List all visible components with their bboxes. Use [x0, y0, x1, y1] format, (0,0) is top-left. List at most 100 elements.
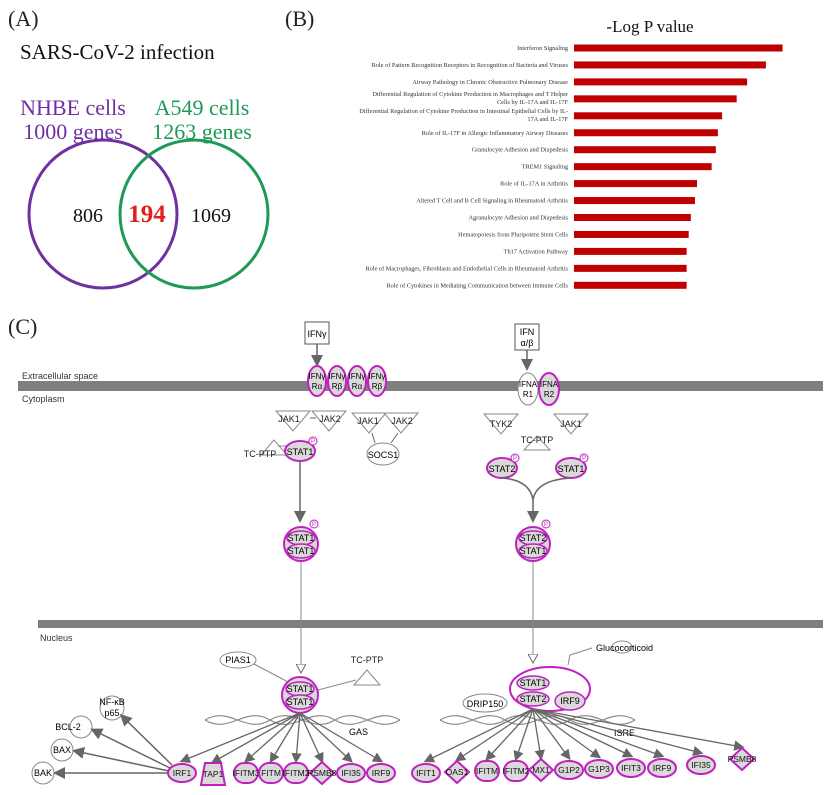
gas-target-edges [179, 712, 384, 764]
kinases [259, 410, 590, 456]
bar-label-line: Altered T Cell and B Cell Signaling in R… [416, 198, 568, 205]
gene-edge [423, 708, 534, 763]
stat1-nuc-top-label: STAT1 [287, 684, 314, 694]
gene-edge [485, 708, 534, 761]
bar-label-line: Differential Regulation of Cytokine Prod… [372, 91, 569, 98]
isgf3-stat1 [516, 675, 550, 691]
gene-node [647, 758, 677, 778]
venn-title: SARS-CoV-2 infection [20, 40, 215, 64]
bar-label-line: Cells by IL-17A and IL-17F [497, 99, 569, 106]
bar-label-line: Hematopoiesis from Pluripotent Stem Cell… [458, 231, 568, 238]
ifnar-receptors: IFNA R1 IFNA R2 [517, 372, 560, 406]
plasma-membrane [18, 381, 823, 391]
gene-edge [532, 708, 545, 761]
bcl2-node [69, 715, 93, 739]
gene-node [283, 762, 309, 784]
ifngr-rb-2 [367, 365, 387, 397]
tcptp-a-shape [259, 439, 289, 456]
dna-isre-2 [439, 715, 636, 725]
bar-label: Agranulocyte Adhesion and Diapedesis [468, 215, 568, 222]
gene-edge [210, 712, 301, 764]
bar [574, 197, 695, 205]
tyk2-shape [482, 413, 520, 435]
ifngr-ra-1 [307, 365, 327, 397]
edge-tcptp-stat1-nuc [317, 679, 357, 691]
phospho-marks: P P P P P [308, 436, 589, 529]
ifngr-ra-1-l2: Rα [312, 382, 323, 391]
jak1-c-label: JAK1 [560, 419, 582, 429]
edge-irf1-bax [72, 747, 170, 772]
bak-label: BAK [34, 768, 52, 778]
gene-label: IFITM2 [503, 766, 530, 776]
bar-label-line: TREM1 Signaling [522, 164, 569, 171]
gene-label: PSMB8 [728, 754, 757, 764]
stat1-b-label: STAT1 [558, 464, 585, 474]
bar-label-line: Role of IL-17F in Allergic Inflammatory … [422, 130, 569, 137]
gene-edge [454, 708, 534, 762]
ifnar1-l1: IFNA [519, 380, 538, 389]
ifngr-ra-2-l1: IFNγ [349, 372, 366, 381]
gene-edge [291, 712, 302, 764]
bar-label-line: Granulocyte Adhesion and Diapedesis [472, 147, 569, 154]
gene-edge [513, 708, 534, 762]
tcptp-a-label: TC-PTP [244, 449, 277, 459]
ifnar2-l2: R2 [544, 390, 555, 399]
isre-target-edges [423, 708, 745, 763]
phospho-mark-label: P [312, 522, 316, 528]
panel-label-b: (B) [285, 6, 315, 31]
compartment-cytoplasm: Cytoplasm [22, 394, 65, 404]
glucocorticoid-node [611, 640, 633, 654]
gene-edge [532, 708, 602, 759]
gene-node [686, 755, 716, 775]
jak2-a-label: JAK2 [319, 414, 341, 424]
gene-node [584, 759, 614, 779]
edge-socs1-jak2 [390, 432, 399, 444]
edge-irf1-bcl2 [90, 728, 171, 769]
stat1-dimer-top-label: STAT1 [288, 533, 315, 543]
bar-label: Altered T Cell and B Cell Signaling in R… [416, 198, 568, 205]
tcptp-b-shape [522, 435, 552, 451]
gene-edge [299, 712, 324, 764]
ifngr-rb-1-l1: IFNγ [329, 372, 346, 381]
ifngr-ra-2 [347, 365, 367, 397]
venn-circle-a [27, 138, 179, 290]
pias1-node [219, 651, 257, 669]
bar [574, 95, 737, 103]
bar-label-line: Role of Macrophages, Fibroblasts and End… [365, 265, 568, 272]
ifngr-ra-2-l2: Rα [352, 382, 363, 391]
bar [574, 146, 716, 154]
edge-stat2-merge [501, 477, 572, 501]
isgf3-stat2-label: STAT2 [520, 694, 547, 704]
bar [574, 112, 723, 120]
gene-node [411, 763, 441, 783]
nfkb-label-1: NF-κB [99, 697, 125, 707]
gene-node [336, 763, 366, 783]
compartment-extracellular: Extracellular space [22, 371, 98, 381]
gene-edge [532, 708, 634, 758]
gene-label: FITM [261, 768, 281, 778]
gene-label: IFI35 [341, 768, 361, 778]
gene-edge [179, 712, 301, 763]
isgf3-stat2 [516, 691, 550, 707]
nuclear-membrane [38, 620, 823, 628]
bar [574, 78, 748, 86]
stat2-dimer-top-label: STAT2 [520, 533, 547, 543]
gene-label: G1P2 [558, 765, 580, 775]
gene-node [503, 760, 529, 782]
phospho-mark [308, 436, 318, 446]
bar-label-line: Th17 Activation Pathway [504, 248, 569, 255]
gene-edge [269, 712, 301, 764]
bar-label: TREM1 Signaling [522, 164, 569, 171]
gene-node [366, 763, 396, 783]
venn-set-a-label: NHBE cells 1000 genes [8, 96, 138, 144]
jak1-b-shape [350, 412, 388, 434]
nfkb-node [99, 695, 125, 721]
bar [574, 230, 689, 238]
ifngr-rb-1-l2: Rβ [332, 382, 343, 391]
stat1-dimer-bottom [286, 543, 316, 559]
panel-label-c: (C) [8, 314, 38, 339]
gene-node [527, 757, 555, 783]
